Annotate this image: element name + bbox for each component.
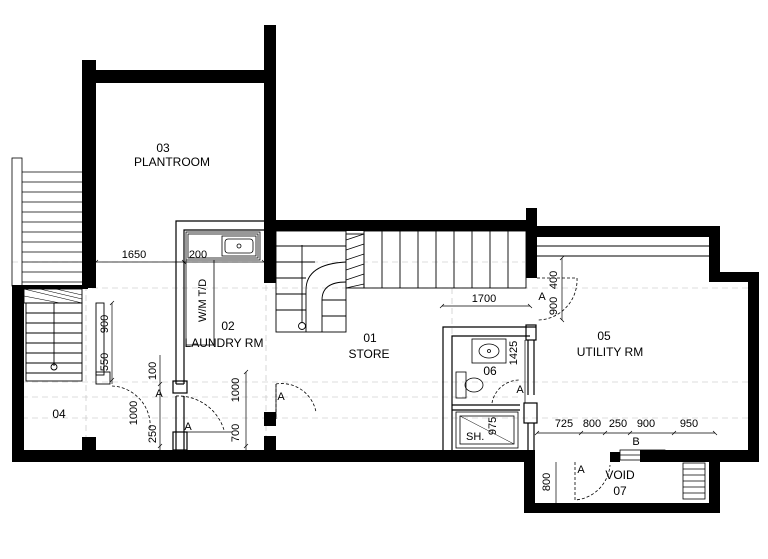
dim-900-utility: 900 xyxy=(548,297,560,315)
dim-900-left: 900 xyxy=(99,315,111,333)
room-02-name: LAUNDRY RM xyxy=(185,336,264,350)
door-tag-a-utility: A xyxy=(538,291,546,303)
dim-700: 700 xyxy=(230,424,242,442)
dim-1000-left: 1000 xyxy=(128,401,140,425)
dim-800-h: 800 xyxy=(583,418,601,430)
washer-dryer-label: W/M T/D xyxy=(197,279,209,322)
room-01-number: 01 xyxy=(363,331,377,345)
room-01-name: STORE xyxy=(348,347,389,361)
external-stair xyxy=(11,157,82,287)
dim-725: 725 xyxy=(555,418,573,430)
door-tag-a-void: A xyxy=(577,464,585,476)
dim-1650: 1650 xyxy=(122,249,146,261)
dim-900-h: 900 xyxy=(637,418,655,430)
stair-04 xyxy=(23,288,111,385)
dimension-lines xyxy=(93,255,718,503)
store-stair xyxy=(275,230,709,333)
door-tag-b: B xyxy=(632,436,639,448)
dim-800-v: 800 xyxy=(541,473,553,491)
room-03-name: PLANTROOM xyxy=(134,155,210,169)
room-07-number: 07 xyxy=(613,484,627,498)
dim-100: 100 xyxy=(147,362,159,380)
room-03-number: 03 xyxy=(156,141,170,155)
doors xyxy=(111,277,666,501)
dim-1000-store: 1000 xyxy=(230,378,242,402)
dim-975: 975 xyxy=(487,417,499,435)
dim-250-left: 250 xyxy=(147,425,159,443)
door-tag-a-store: A xyxy=(277,391,285,403)
partitions xyxy=(172,220,538,451)
dim-550: 550 xyxy=(99,353,111,371)
dim-1425: 1425 xyxy=(508,341,520,365)
room-02-number: 02 xyxy=(221,319,235,333)
dim-200: 200 xyxy=(189,249,207,261)
dim-950: 950 xyxy=(680,418,698,430)
shower-label: SH. xyxy=(466,431,484,443)
void-fixture xyxy=(682,462,706,500)
wc-fixtures xyxy=(455,338,519,449)
door-tag-a-laundry: A xyxy=(184,421,192,433)
dim-1700: 1700 xyxy=(472,293,496,305)
room-05-name: UTILITY RM xyxy=(577,345,643,359)
walls xyxy=(12,25,759,513)
dim-250-h: 250 xyxy=(609,418,627,430)
laundry-fixtures xyxy=(185,231,261,346)
dim-400: 400 xyxy=(548,271,560,289)
door-tag-a-stair: A xyxy=(155,388,163,400)
room-05-number: 05 xyxy=(597,329,611,343)
room-06-number: 06 xyxy=(483,364,497,378)
room-07-name: VOID xyxy=(605,468,635,482)
room-04-number: 04 xyxy=(52,407,66,421)
door-tag-a-wc: A xyxy=(516,384,524,396)
